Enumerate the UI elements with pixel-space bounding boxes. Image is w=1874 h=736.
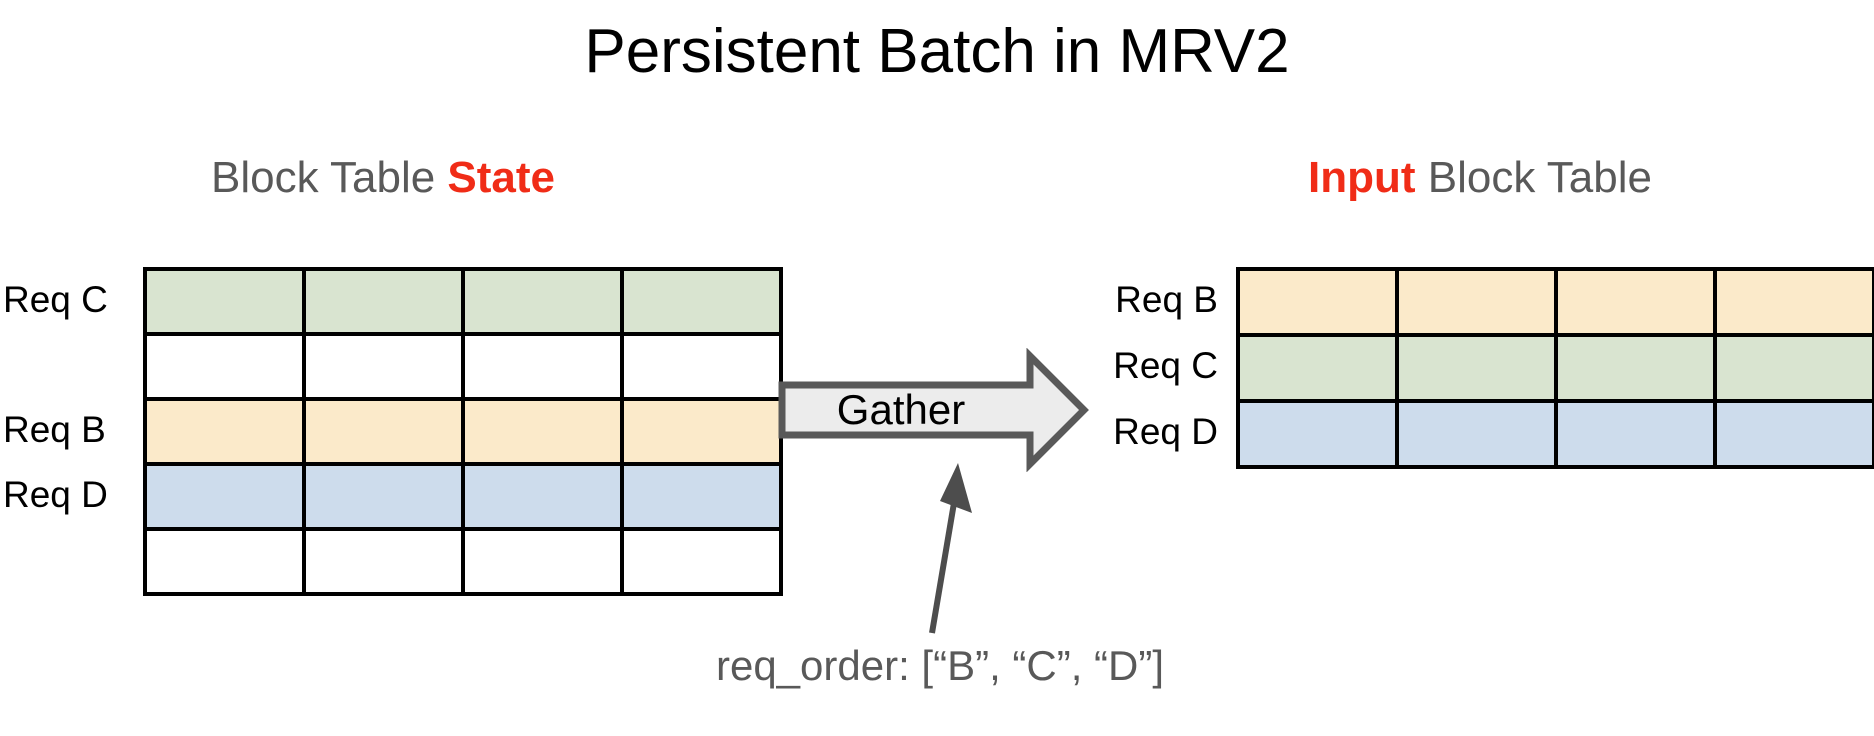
block-cell — [1713, 333, 1874, 403]
left-heading-accent: State — [447, 153, 556, 202]
block-cell — [461, 397, 624, 466]
table-row — [1236, 333, 1874, 403]
block-cell — [1395, 399, 1558, 469]
pointer-arrow-head — [940, 463, 972, 513]
block-cell — [1236, 333, 1399, 403]
block-cell — [1395, 267, 1558, 337]
left-heading-prefix: Block Table — [210, 153, 448, 202]
block-table-input-body — [1236, 267, 1874, 469]
right-panel-heading: Input Block Table — [1100, 152, 1860, 204]
table-row — [143, 267, 783, 336]
block-cell — [143, 267, 306, 336]
block-table-state — [143, 267, 783, 596]
row-label-req-d: Req D — [3, 473, 108, 515]
block-cell — [1236, 267, 1399, 337]
block-cell — [1236, 399, 1399, 469]
req-order-pointer-arrow-icon — [929, 463, 972, 634]
block-cell — [302, 397, 465, 466]
block-cell — [461, 527, 624, 596]
block-cell — [1713, 267, 1874, 337]
gather-arrow-icon — [778, 348, 1089, 472]
block-cell — [1395, 333, 1558, 403]
block-table-input — [1236, 267, 1874, 469]
block-cell — [302, 267, 465, 336]
req-order-caption: req_order: [“B”, “C”, “D”] — [715, 642, 1165, 689]
row-label-req-c: Req C — [3, 278, 108, 320]
block-cell — [1554, 399, 1717, 469]
block-cell — [620, 267, 783, 336]
page-title: Persistent Batch in MRV2 — [584, 17, 1290, 86]
block-cell — [143, 462, 306, 531]
right-heading-accent: Input — [1308, 153, 1416, 202]
row-label-req-b: Req B — [1115, 279, 1218, 320]
block-cell — [143, 527, 306, 596]
table-row — [1236, 267, 1874, 337]
block-cell — [1554, 333, 1717, 403]
block-cell — [302, 332, 465, 401]
block-cell — [461, 462, 624, 531]
block-cell — [1713, 399, 1874, 469]
block-cell — [461, 332, 624, 401]
row-label-req-c: Req C — [1113, 345, 1218, 386]
block-cell — [302, 527, 465, 596]
pointer-arrow-shaft — [929, 496, 958, 634]
left-panel-heading: Block Table State — [0, 152, 766, 204]
row-label-req-d: Req D — [1113, 411, 1218, 452]
block-table-state-body — [143, 267, 783, 596]
table-row — [143, 527, 783, 596]
table-row — [143, 462, 783, 531]
block-cell — [143, 397, 306, 466]
gather-arrow-shape — [778, 348, 1089, 472]
table-row — [143, 397, 783, 466]
block-cell — [461, 267, 624, 336]
right-heading-suffix: Block Table — [1415, 153, 1652, 202]
block-cell — [302, 462, 465, 531]
row-label-req-b: Req B — [3, 408, 106, 450]
block-cell — [143, 332, 306, 401]
table-row — [1236, 399, 1874, 469]
block-cell — [1554, 267, 1717, 337]
block-cell — [620, 462, 783, 531]
block-cell — [620, 527, 783, 596]
gather-label: Gather — [836, 386, 966, 433]
block-cell — [620, 332, 783, 401]
table-row — [143, 332, 783, 401]
block-cell — [620, 397, 783, 466]
